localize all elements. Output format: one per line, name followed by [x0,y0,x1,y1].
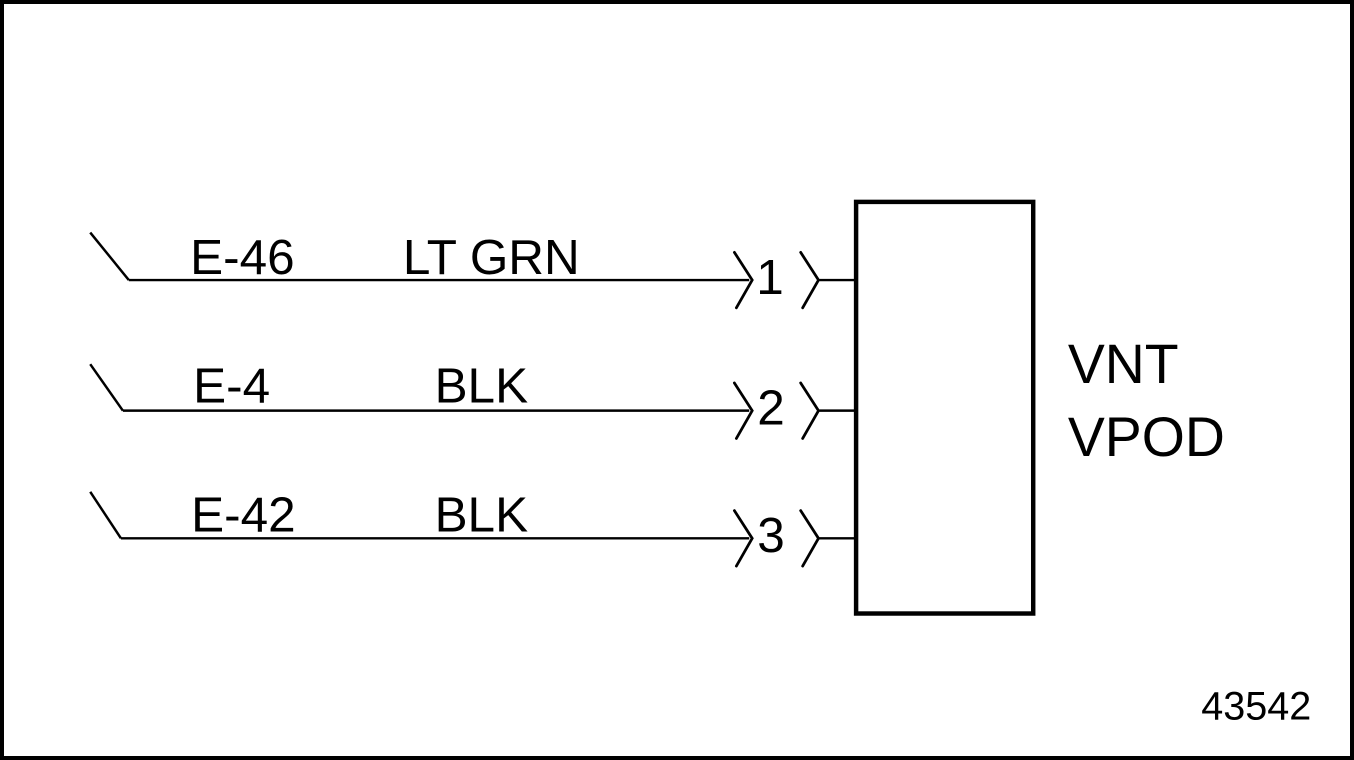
wire-id-label: E-46 [190,230,294,285]
pin-number-label: 2 [757,381,785,436]
pin-number-label: 1 [756,250,784,305]
wire-row-2: E-4 BLK 2 [89,359,859,440]
wire-end-chevron-icon [733,250,754,310]
pin-socket-chevron-icon [799,509,821,568]
wire-color-label: BLK [435,487,529,542]
wire-start-tick [89,231,130,281]
wire-id-label: E-42 [191,487,296,542]
pin-socket-chevron-icon [799,381,821,440]
component-name-line1: VNT [1068,333,1179,395]
pin-number-label: 3 [757,508,785,563]
pin-socket-chevron-icon [799,250,821,310]
wire-end-chevron-icon [733,381,754,440]
wiring-diagram: E-46 LT GRN 1 E-4 BLK 2 E-42 BLK 3 [89,199,1311,728]
wire-start-tick [89,491,122,539]
wire-start-tick [89,363,124,412]
wire-id-label: E-4 [193,359,270,414]
wire-color-label: LT GRN [403,230,580,285]
wire-end-chevron-icon [733,509,754,568]
wire-row-3: E-42 BLK 3 [89,487,859,568]
figure-number: 43542 [1201,684,1311,728]
component-name-line2: VPOD [1068,406,1225,468]
component-box [853,199,1036,616]
wire-row-1: E-46 LT GRN 1 [89,230,859,310]
wire-color-label: BLK [435,359,529,414]
component-name: VNT VPOD [1068,333,1225,468]
